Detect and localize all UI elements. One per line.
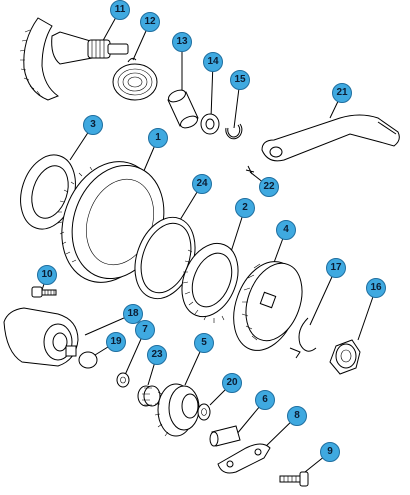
callout-15[interactable]: 15 <box>230 70 250 90</box>
callout-1[interactable]: 1 <box>148 128 168 148</box>
part-12-spring <box>112 57 158 101</box>
part-6-pin <box>209 425 241 447</box>
callout-6[interactable]: 6 <box>255 390 275 410</box>
part-8-pawl <box>217 443 271 474</box>
part-3-disc <box>20 154 76 230</box>
callout-10[interactable]: 10 <box>37 265 57 285</box>
part-5-gear <box>154 383 200 437</box>
part-14-washer <box>200 113 220 135</box>
part-16-cap <box>329 339 361 375</box>
part-13-bushing <box>167 89 199 129</box>
callout-7[interactable]: 7 <box>135 320 155 340</box>
callout-19[interactable]: 19 <box>106 332 126 352</box>
part-4-ratchet <box>233 261 303 351</box>
callout-14[interactable]: 14 <box>203 52 223 72</box>
part-20-washer <box>197 403 211 421</box>
callout-5[interactable]: 5 <box>194 333 214 353</box>
part-15-circlip <box>225 123 243 140</box>
part-18-housing <box>3 307 79 367</box>
callout-2[interactable]: 2 <box>235 198 255 218</box>
callout-21[interactable]: 21 <box>332 83 352 103</box>
callout-12[interactable]: 12 <box>140 12 160 32</box>
callout-17[interactable]: 17 <box>326 258 346 278</box>
part-7-washer <box>116 372 130 388</box>
callout-23[interactable]: 23 <box>147 345 167 365</box>
part-9-bolt <box>279 471 309 487</box>
callout-20[interactable]: 20 <box>222 373 242 393</box>
callout-11[interactable]: 11 <box>110 0 130 20</box>
callout-4[interactable]: 4 <box>276 220 296 240</box>
callout-9[interactable]: 9 <box>320 442 340 462</box>
part-17-wire-spring <box>289 317 317 359</box>
callout-22[interactable]: 22 <box>259 177 279 197</box>
part-23-bearing <box>137 385 161 407</box>
callout-8[interactable]: 8 <box>287 406 307 426</box>
part-11-kick-shaft <box>19 17 129 101</box>
part-2-needle-bearing <box>181 242 239 323</box>
part-21-kick-lever <box>245 114 400 175</box>
part-19-cap <box>78 351 98 369</box>
callout-3[interactable]: 3 <box>83 115 103 135</box>
callout-16[interactable]: 16 <box>366 278 386 298</box>
part-24-oring <box>134 216 196 300</box>
part-10-bolt <box>31 286 57 298</box>
callout-24[interactable]: 24 <box>192 174 212 194</box>
callout-18[interactable]: 18 <box>123 304 143 324</box>
callout-13[interactable]: 13 <box>172 32 192 52</box>
